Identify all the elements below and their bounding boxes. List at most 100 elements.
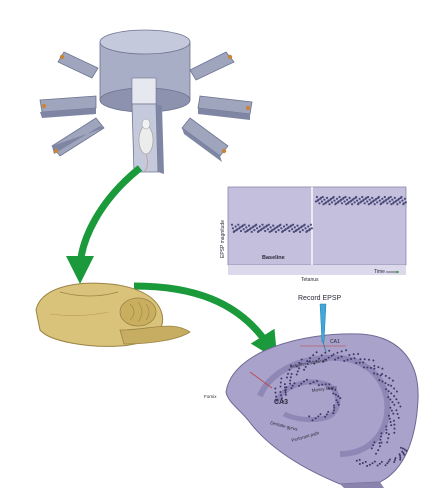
neuron-dot <box>393 427 396 430</box>
neuron-dot <box>376 464 379 467</box>
epsp-point <box>291 223 295 226</box>
neuron-dot <box>313 362 316 365</box>
neuron-dot <box>384 464 387 467</box>
neuron-dot <box>355 459 358 462</box>
epsp-point <box>255 223 258 226</box>
neuron-dot <box>403 448 406 451</box>
epsp-point <box>325 201 328 204</box>
epsp-point <box>400 195 403 199</box>
epsp-point <box>387 196 390 199</box>
neuron-dot <box>328 349 331 352</box>
neuron-dot <box>280 377 283 380</box>
neuron-dot <box>335 399 338 402</box>
epsp-point <box>276 225 279 228</box>
epsp-point <box>264 229 267 233</box>
neuron-dot <box>381 380 384 383</box>
neuron-dot <box>376 373 379 376</box>
epsp-point <box>280 227 283 230</box>
epsp-point <box>308 228 312 231</box>
epsp-point <box>381 197 384 200</box>
epsp-point <box>298 227 301 230</box>
epsp-point <box>291 228 294 231</box>
epsp-point <box>377 195 380 199</box>
epsp-point <box>371 196 374 199</box>
neuron-dot <box>332 353 335 356</box>
neuron-dot <box>345 349 348 352</box>
epsp-point <box>267 223 270 226</box>
epsp-point <box>392 201 395 204</box>
epsp-point <box>256 227 259 230</box>
dentate-gyrus-label: Dentate gyrus <box>270 420 299 432</box>
epsp-point <box>368 198 371 201</box>
epsp-point <box>325 196 329 199</box>
neuron-dot <box>318 357 320 360</box>
neuron-dot <box>319 413 322 416</box>
neuron-dot <box>399 456 402 459</box>
ca3-label: CA3 <box>274 399 288 406</box>
epsp-point <box>338 195 341 199</box>
epsp-point <box>378 199 381 202</box>
neuron-dot <box>380 435 382 438</box>
neuron-dot <box>358 458 361 461</box>
neuron-dot <box>280 397 283 400</box>
neuron-dot <box>286 376 288 379</box>
neuron-dot <box>388 377 391 380</box>
epsp-point <box>355 195 358 199</box>
neuron-dot <box>337 403 340 406</box>
epsp-point <box>397 197 401 200</box>
neuron-dot <box>384 382 387 385</box>
neuron-dot <box>306 363 309 365</box>
neuron-dot <box>387 390 390 393</box>
neuron-dot <box>381 373 384 375</box>
neuron-dot <box>295 373 298 376</box>
radial-arm-maze <box>39 29 253 174</box>
neuron-dot <box>379 438 382 441</box>
epsp-point <box>327 199 330 202</box>
epsp-point <box>274 230 277 233</box>
rat <box>138 118 154 173</box>
neuron-dot <box>328 387 330 390</box>
neuron-dot <box>333 406 336 409</box>
neuron-dot <box>379 374 382 377</box>
neuron-dot <box>371 462 374 465</box>
epsp-point <box>347 201 350 204</box>
neuron-dot <box>298 384 301 387</box>
neuron-dot <box>312 381 315 384</box>
neuron-dot <box>324 415 327 418</box>
neuron-dot <box>394 457 397 460</box>
neuron-dot <box>381 367 384 370</box>
epsp-point <box>358 197 361 200</box>
epsp-point <box>260 228 263 231</box>
neuron-dot <box>379 445 381 448</box>
neuron-dot <box>386 441 389 444</box>
neuron-dot <box>366 465 369 467</box>
epsp-point <box>403 197 406 200</box>
epsp-point <box>335 202 338 205</box>
food-well <box>221 148 227 154</box>
neuron-dot <box>393 423 396 426</box>
neuron-dot <box>378 462 381 465</box>
neuron-dot <box>399 458 402 461</box>
neuron-dot <box>395 390 398 393</box>
maze-arm-northwest <box>57 51 99 79</box>
epsp-point <box>234 225 237 228</box>
neuron-dot <box>392 419 395 422</box>
epsp-point <box>322 203 325 206</box>
neuron-dot <box>385 428 388 431</box>
epsp-point <box>241 224 244 227</box>
epsp-point <box>366 200 369 203</box>
neuron-dot <box>337 357 340 359</box>
neuron-dot <box>357 353 360 355</box>
epsp-point <box>398 201 401 204</box>
neuron-dot <box>343 360 346 362</box>
epsp-point <box>282 225 286 228</box>
epsp-point <box>362 198 365 201</box>
epsp-point <box>284 228 287 231</box>
epsp-point <box>352 197 355 200</box>
epsp-point <box>268 230 271 233</box>
rat-brain <box>35 282 191 347</box>
neuron-dot <box>399 405 402 408</box>
neuron-dot <box>389 398 392 401</box>
neuron-dot <box>276 399 278 402</box>
neuron-dot <box>287 372 289 375</box>
